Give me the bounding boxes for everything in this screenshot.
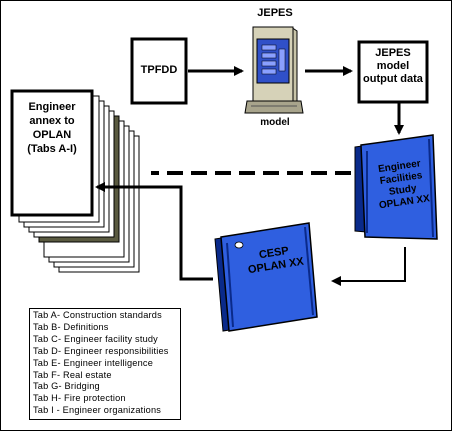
tab-item-a: Tab A- Construction standards xyxy=(33,310,162,320)
tab-item-g: Tab G- Bridging xyxy=(33,381,100,392)
output-line-2: model xyxy=(376,60,410,72)
jepes-title: JEPES xyxy=(257,7,293,19)
annex-page-stack xyxy=(10,89,140,273)
tpfdd-box xyxy=(130,37,188,105)
annex-line-4: (Tabs A-I) xyxy=(27,143,77,155)
cesp-binder xyxy=(214,222,318,332)
tab-item-f: Tab F- Real estate xyxy=(33,369,112,380)
model-label: model xyxy=(260,117,290,128)
efs-binder-label: Engineer Facilities Study OPLAN XX xyxy=(364,156,440,213)
arrow-efs-to-cesp xyxy=(331,247,406,286)
tab-item-c: Tab C- Engineer facility study xyxy=(33,333,158,344)
efs-binder xyxy=(354,134,438,240)
tab-item-e: Tab E- Engineer intelligence xyxy=(33,357,154,368)
annex-front-page xyxy=(10,89,94,217)
tab-item-h: Tab H- Fire protection xyxy=(33,393,126,404)
output-line-3: output data xyxy=(363,73,423,85)
annex-label: Engineer annex to OPLAN (Tabs A-I) xyxy=(14,100,90,156)
tabs-legend: Tab A- Construction standards Tab B- Def… xyxy=(29,308,181,420)
tab-item-d: Tab D- Engineer responsibilities xyxy=(33,345,169,356)
arrow-cesp-to-annex xyxy=(95,182,213,281)
annex-line-3: OPLAN xyxy=(32,129,72,141)
tab-item-i: Tab I - Engineer organizations xyxy=(33,405,162,416)
annex-line-2: annex to xyxy=(29,115,75,127)
tab-item-b: Tab B- Definitions xyxy=(33,321,109,332)
computer-icon xyxy=(244,26,304,114)
output-line-1: JEPES xyxy=(375,47,411,59)
tpfdd-label: TPFDD xyxy=(140,64,178,76)
jepes-output-label: JEPES model output data xyxy=(359,47,427,86)
annex-line-1: Engineer xyxy=(28,101,76,113)
jepes-output-box xyxy=(357,40,429,104)
